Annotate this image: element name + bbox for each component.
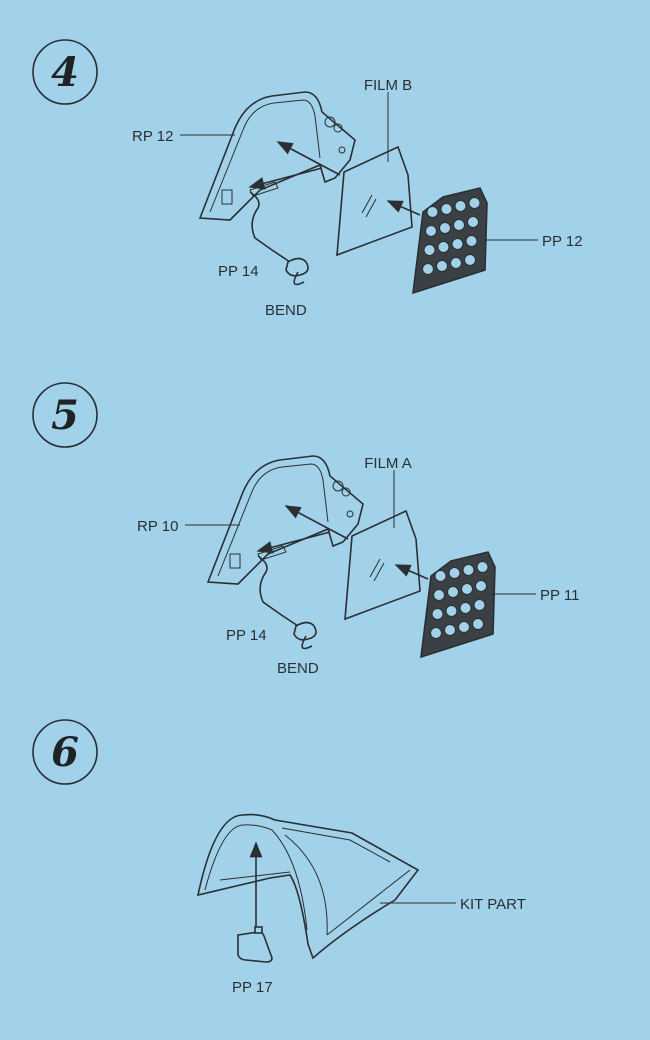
step-4: 4 FILM B RP 12 PP 12 PP 14 BEND: [32, 39, 583, 319]
panel-label: PP 12: [542, 233, 583, 250]
handle-label: PP 14: [218, 263, 259, 280]
frame-label: RP 10: [137, 518, 178, 535]
canopy-part: [196, 813, 420, 960]
step-number: 4: [51, 49, 79, 96]
step-number-circle: [32, 382, 98, 448]
step-number: 5: [51, 392, 79, 439]
bend-label: BEND: [265, 302, 307, 319]
bend-label: BEND: [277, 660, 319, 677]
film-label: FILM B: [364, 77, 412, 94]
panel-label: PP 11: [540, 587, 579, 604]
mirror-label: PP 17: [232, 979, 273, 996]
step-number: 6: [51, 729, 79, 776]
film-label: FILM A: [364, 455, 412, 472]
frame-label: RP 12: [132, 128, 173, 145]
step-5: 5 FILM A RP 10 PP 11 PP 14 BEND: [32, 382, 579, 677]
step-number-circle: [32, 39, 98, 105]
mirror-part: [237, 931, 273, 963]
canopy-label: KIT PART: [460, 896, 526, 913]
handle-label: PP 14: [226, 627, 267, 644]
step-6: 6 KIT PART PP 17: [32, 719, 526, 996]
step-number-circle: [32, 719, 98, 785]
